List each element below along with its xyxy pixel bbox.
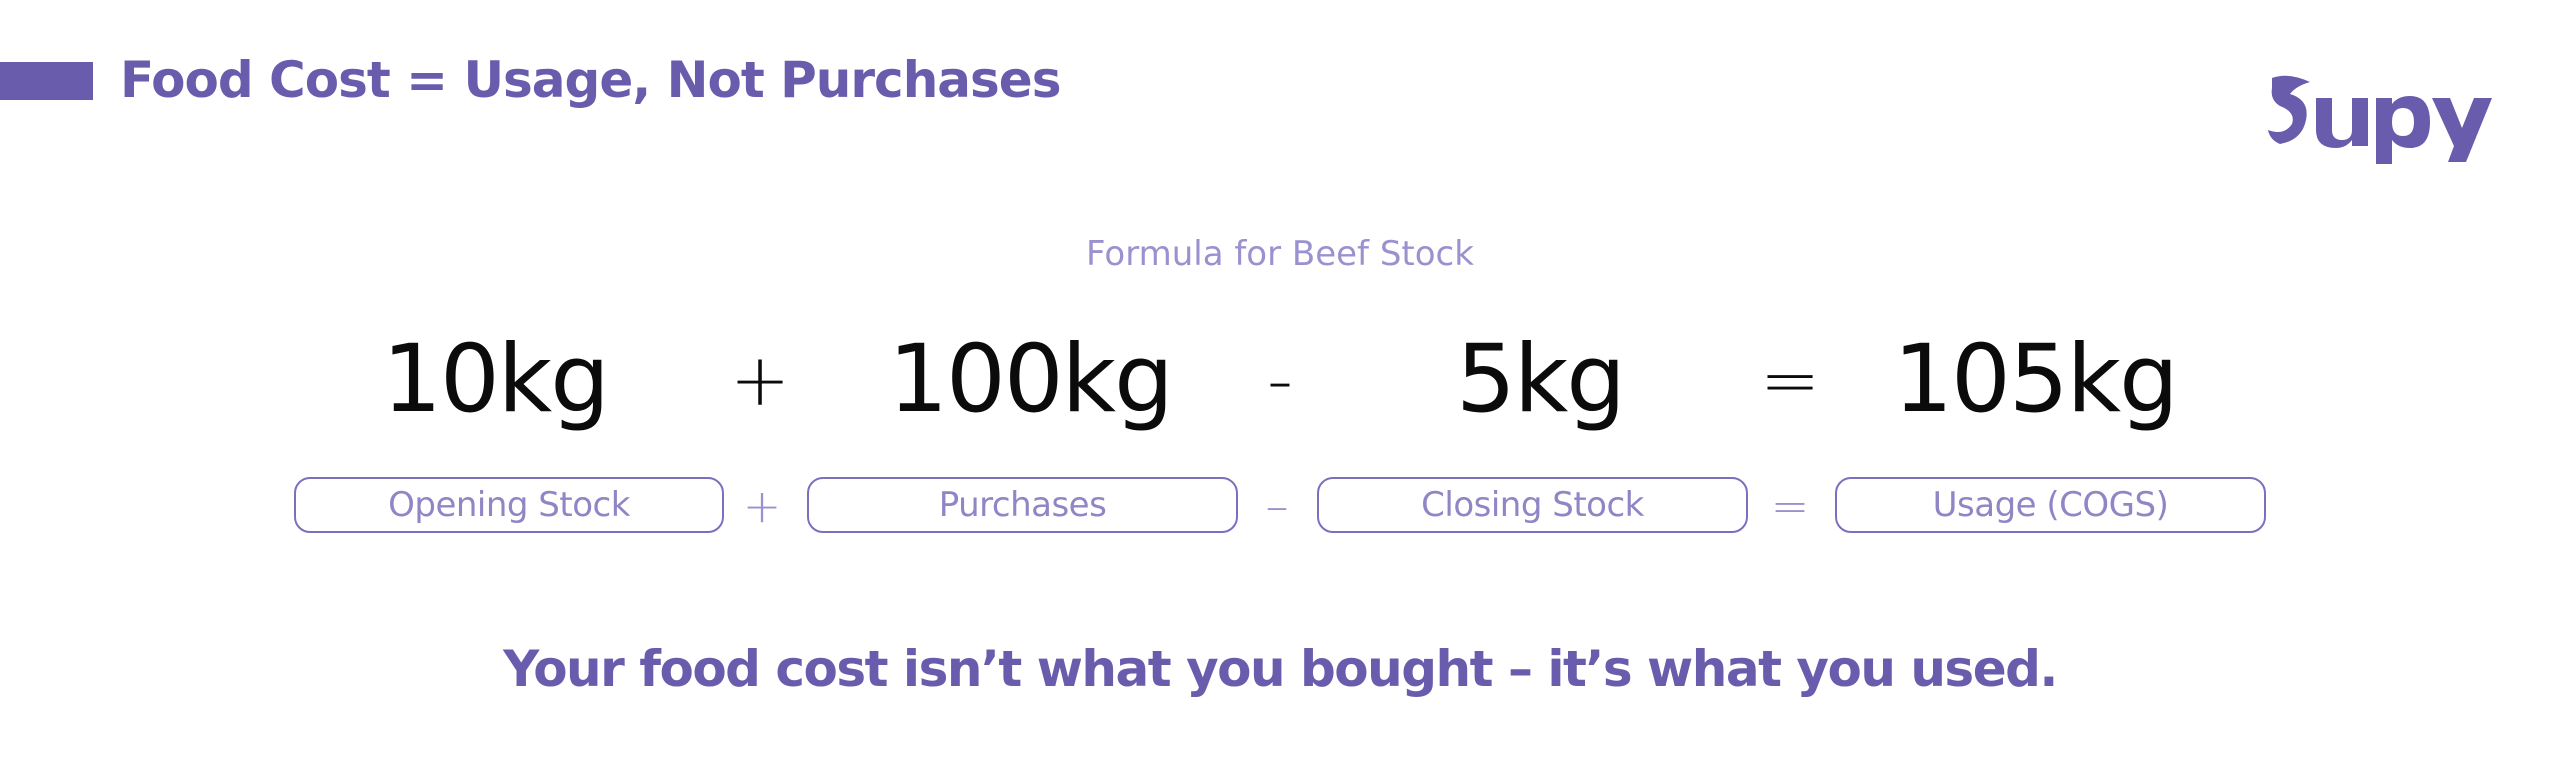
opening-stock-label: Opening Stock [294, 477, 724, 533]
title-accent-bar [0, 62, 93, 100]
usage-label: Usage (COGS) [1835, 477, 2266, 533]
purchases-label: Purchases [807, 477, 1238, 533]
closing-stock-value: 5kg [1456, 325, 1626, 434]
equals-operator: = [1759, 338, 1821, 422]
opening-stock-value: 10kg [382, 325, 610, 434]
label-equals-operator: = [1770, 479, 1810, 533]
plus-operator: + [729, 338, 791, 422]
formula-caption: Formula for Beef Stock [1086, 234, 1474, 274]
purchases-value: 100kg [888, 325, 1174, 434]
tagline: Your food cost isn’t what you bought – i… [503, 640, 2058, 698]
closing-stock-label: Closing Stock [1317, 477, 1748, 533]
label-plus-operator: + [742, 479, 782, 533]
minus-operator: - [1267, 338, 1293, 422]
usage-value: 105kg [1893, 325, 2179, 434]
supy-logo-icon [2268, 75, 2492, 164]
label-minus-operator: – [1265, 479, 1289, 533]
slide-title: Food Cost = Usage, Not Purchases [120, 51, 1061, 109]
